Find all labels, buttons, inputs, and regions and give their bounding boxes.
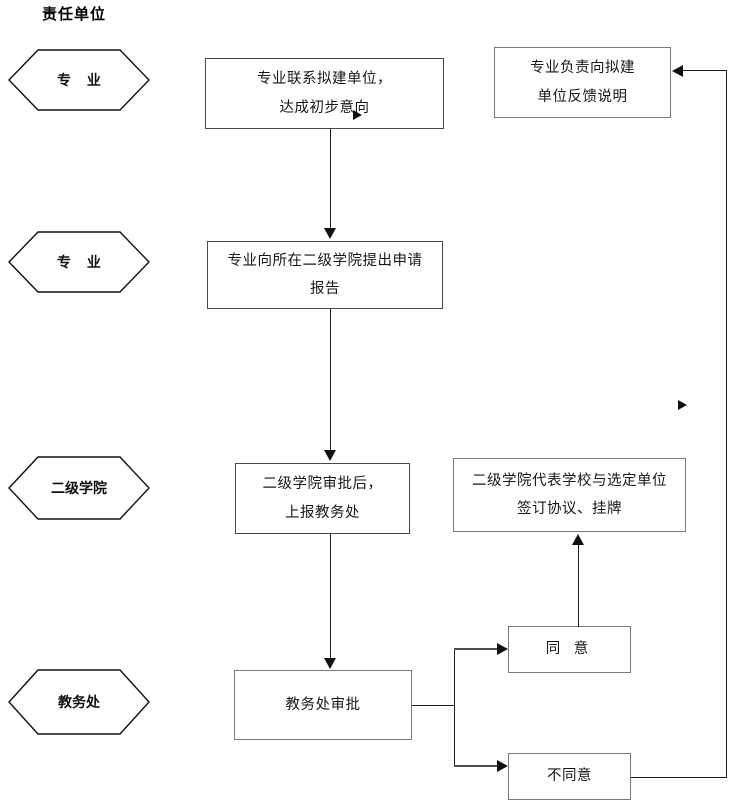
lane-hexagon-major-1: 专 业 xyxy=(8,48,150,112)
edge-disagree-top-segment xyxy=(683,70,727,71)
lane-label-college: 二级学院 xyxy=(51,480,107,496)
edge-to-agree-line xyxy=(454,648,499,650)
edge-apply-to-college-line xyxy=(330,309,331,451)
stray-triangle-marker-1 xyxy=(353,110,362,120)
edge-disagree-right-segment xyxy=(631,777,727,778)
edge-contact-to-apply-arrow xyxy=(324,228,336,239)
node-college-approve-line-2: 上报教务处 xyxy=(285,504,360,521)
hexagon-shape xyxy=(8,49,150,111)
lane-hexagon-major-2: 专 业 xyxy=(8,230,150,294)
edge-college-to-dean-arrow xyxy=(324,658,336,669)
edge-apply-to-college-arrow xyxy=(324,450,336,461)
node-sign-agreement-line-1: 二级学院代表学校与选定单位 xyxy=(472,472,667,489)
node-feedback[interactable]: 专业负责向拟建 单位反馈说明 xyxy=(494,47,671,118)
node-disagree-label: 不同意 xyxy=(547,768,592,785)
node-agree-label: 同 意 xyxy=(545,641,594,658)
node-disagree[interactable]: 不同意 xyxy=(508,753,631,800)
edge-disagree-vertical-segment xyxy=(726,70,727,778)
node-college-approve[interactable]: 二级学院审批后， 上报教务处 xyxy=(235,463,410,534)
node-contact-unit[interactable]: 专业联系拟建单位， 达成初步意向 xyxy=(205,58,444,129)
edge-agree-to-sign-line xyxy=(578,545,579,627)
edge-dean-split-stem xyxy=(412,705,455,706)
hexagon-shape xyxy=(8,669,150,735)
lane-label-dean: 教务处 xyxy=(58,694,100,710)
edge-disagree-to-feedback-arrow xyxy=(672,65,683,77)
edge-to-disagree-line xyxy=(454,765,499,767)
node-feedback-line-2: 单位反馈说明 xyxy=(537,88,628,105)
node-apply-report[interactable]: 专业向所在二级学院提出申请 报告 xyxy=(207,241,443,309)
node-sign-agreement-line-2: 签订协议、挂牌 xyxy=(517,501,622,517)
lane-label-major-1: 专 业 xyxy=(57,72,107,88)
diagram-title: 责任单位 xyxy=(42,6,107,23)
node-contact-unit-line-1: 专业联系拟建单位， xyxy=(257,71,392,88)
edge-college-to-dean-line xyxy=(330,534,331,659)
node-apply-report-line-2: 报告 xyxy=(310,281,340,297)
node-feedback-line-1: 专业负责向拟建 xyxy=(530,60,635,77)
node-dean-approve[interactable]: 教务处审批 xyxy=(234,670,412,740)
node-contact-unit-line-2: 达成初步意向 xyxy=(279,99,370,116)
hexagon-shape xyxy=(8,231,150,293)
lane-hexagon-dean: 教务处 xyxy=(8,668,150,736)
node-agree[interactable]: 同 意 xyxy=(508,626,631,673)
edge-dean-split-bus xyxy=(454,648,455,766)
stray-triangle-marker-2 xyxy=(678,400,687,410)
edge-agree-to-sign-arrow xyxy=(572,534,584,545)
lane-label-major-2: 专 业 xyxy=(57,254,107,270)
edge-to-agree-arrow xyxy=(497,643,508,655)
node-college-approve-line-1: 二级学院审批后， xyxy=(262,476,383,493)
hexagon-shape xyxy=(8,456,150,520)
node-apply-report-line-1: 专业向所在二级学院提出申请 xyxy=(227,252,423,269)
edge-contact-to-apply-line xyxy=(330,129,331,229)
node-dean-approve-line-1: 教务处审批 xyxy=(285,696,361,713)
lane-hexagon-college: 二级学院 xyxy=(8,455,150,521)
node-sign-agreement[interactable]: 二级学院代表学校与选定单位 签订协议、挂牌 xyxy=(453,458,686,532)
edge-to-disagree-arrow xyxy=(497,760,508,772)
